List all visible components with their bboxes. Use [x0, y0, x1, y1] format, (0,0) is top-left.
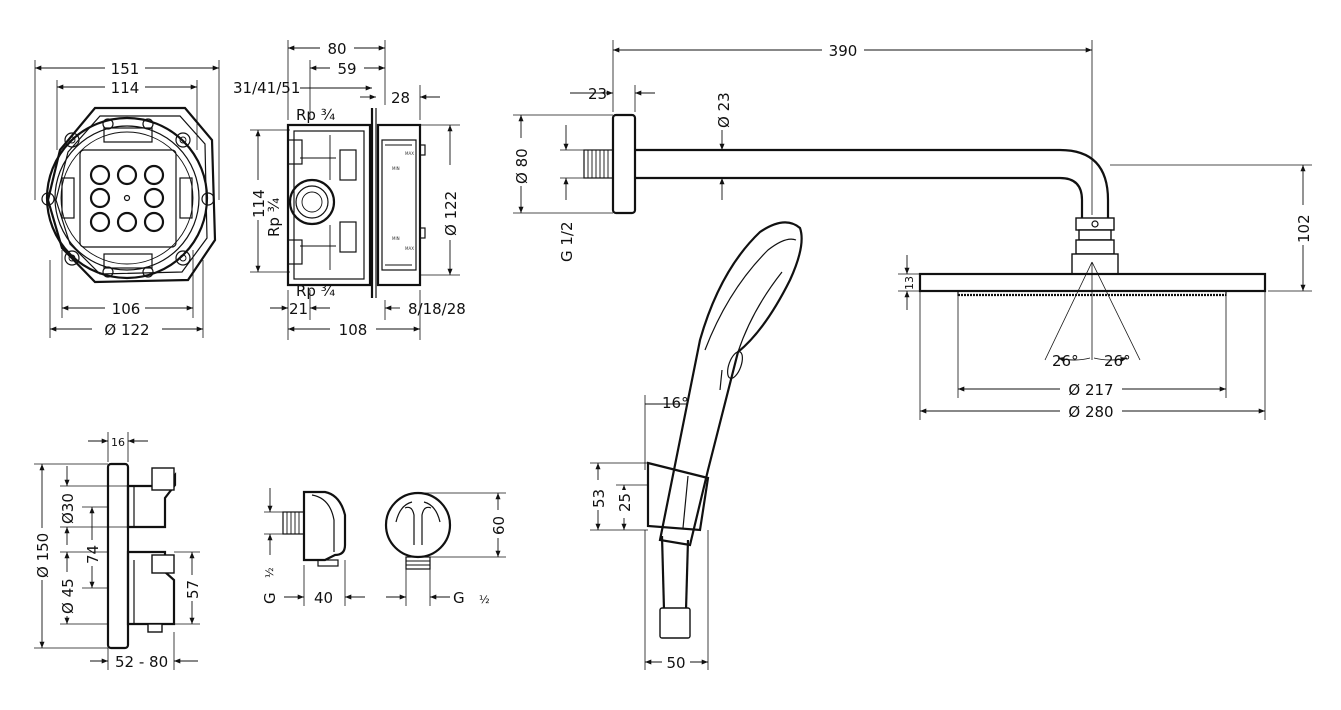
thermostat-view: 16 Ø 150 Ø30 74 Ø 45 57	[33, 432, 202, 671]
dim-overhead-thickness-13: 13	[903, 276, 916, 290]
dim-box-bottom-106: 106	[112, 300, 141, 318]
dim-thermo-lower-45: Ø 45	[59, 578, 77, 614]
svg-text:MIN: MIN	[392, 166, 400, 171]
svg-text:MAX: MAX	[405, 151, 414, 156]
dim-outlet-thread-left-frac: ½	[263, 567, 276, 578]
dim-overhead-inner-217: Ø 217	[1068, 381, 1113, 399]
wall-outlet-front-view: 60 G ½	[384, 491, 508, 607]
dim-thermo-16: 16	[111, 436, 125, 449]
dim-outlet-depth-40: 40	[314, 589, 333, 607]
dim-side-8-18-28: 8/18/28	[408, 300, 466, 318]
dim-side-21: 21	[289, 300, 308, 318]
dim-hand-width-50: 50	[666, 654, 685, 672]
dim-angle-right-26: 26°	[1104, 352, 1131, 370]
dim-box-diameter-122: Ø 122	[104, 321, 149, 339]
dim-hand-angle-16: 16°	[662, 394, 689, 412]
dim-thermo-upper-30: Ø30	[59, 493, 77, 524]
dim-outlet-thread-right-g: G	[453, 589, 465, 607]
dim-outlet-diameter-60: 60	[490, 516, 508, 535]
dim-flange-diameter-80: Ø 80	[513, 148, 531, 184]
thread-bottom-label: Rp ¾	[296, 282, 336, 300]
thread-top-label: Rp ¾	[296, 106, 336, 124]
dim-side-80: 80	[327, 40, 346, 58]
svg-text:MIN: MIN	[392, 236, 400, 241]
dim-side-114: 114	[250, 189, 268, 218]
dim-flange-depth-23: 23	[588, 85, 607, 103]
overhead-shower-view: 13 26° 26° Ø 217 Ø 280	[898, 255, 1267, 421]
dim-outlet-thread-left-g: G	[261, 592, 279, 604]
dim-side-108: 108	[339, 321, 368, 339]
dim-holder-height-53: 53	[590, 489, 608, 508]
mounting-box-front-view: 151 114 106 Ø 122	[34, 58, 220, 339]
dim-side-31-41-51: 31/41/51	[233, 79, 300, 97]
mounting-box-side-view: MIN MAX MIN MAX 80 59 31/41/51 28	[233, 40, 466, 340]
svg-text:MAX: MAX	[405, 246, 414, 251]
dim-arm-drop-102: 102	[1295, 214, 1313, 243]
shower-arm-view: 390 23 Ø 23 Ø 80 G 1/2 102	[512, 40, 1313, 292]
dim-thermo-plate-150: Ø 150	[34, 533, 52, 578]
dim-thermo-depth-52-80: 52 - 80	[115, 653, 168, 671]
dim-arm-length-390: 390	[829, 42, 858, 60]
hand-shower-view: 16° 53 25 50	[590, 221, 803, 672]
dim-overhead-outer-280: Ø 280	[1068, 403, 1113, 421]
dim-thermo-handle-57: 57	[184, 580, 202, 599]
dim-side-diameter-122: Ø 122	[442, 191, 460, 236]
wall-outlet-side-view: G ½ 40	[261, 488, 365, 607]
dim-outlet-thread-right-frac: ½	[479, 593, 490, 606]
dim-thermo-spacing-74: 74	[84, 545, 102, 564]
dim-holder-inner-25: 25	[616, 493, 634, 512]
dim-box-width-114: 114	[111, 79, 140, 97]
dim-box-width-151: 151	[111, 60, 140, 78]
dim-angle-left-26: 26°	[1052, 352, 1079, 370]
dim-side-28: 28	[391, 89, 410, 107]
dim-arm-thread: G 1/2	[558, 221, 576, 262]
dim-side-59: 59	[337, 60, 356, 78]
dim-arm-diameter-23: Ø 23	[715, 92, 733, 128]
thread-mid-label: Rp ¾	[265, 197, 283, 237]
